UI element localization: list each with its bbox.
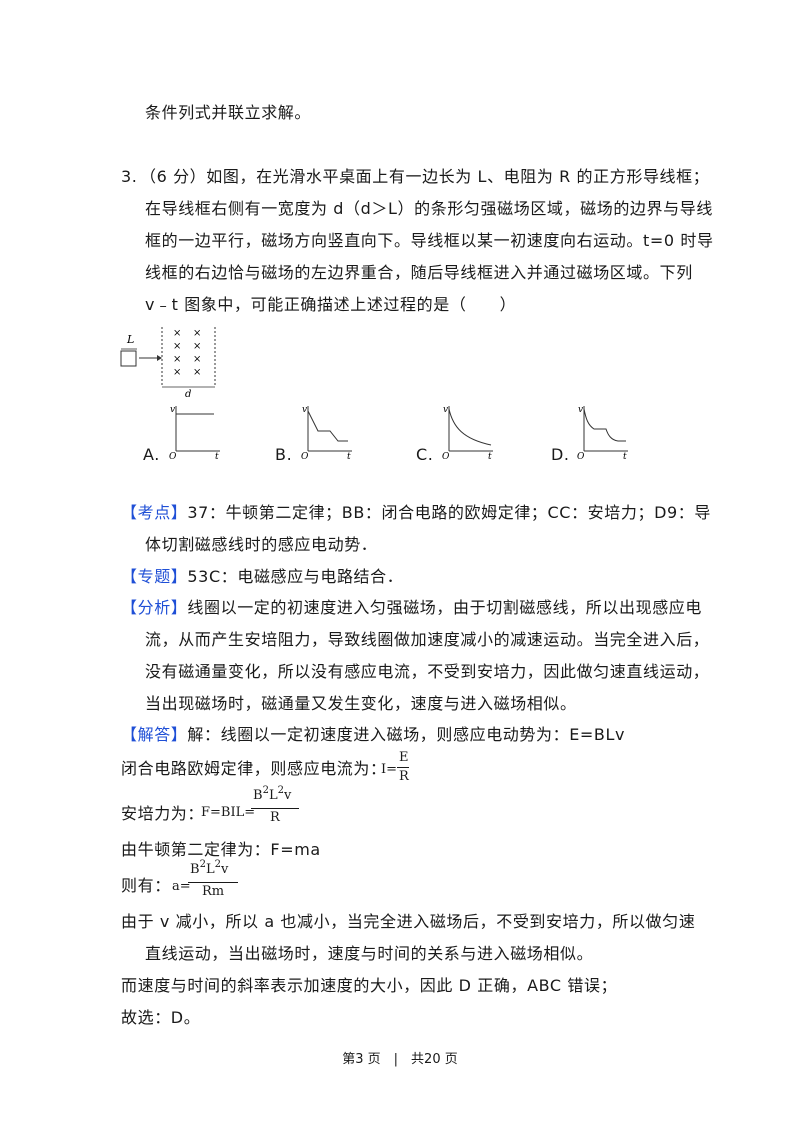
conclusion-text: 直线运动，当出磁场时，速度与时间的关系与进入磁场相似。	[145, 944, 594, 963]
square-frame	[120, 350, 137, 367]
field-mark: ×	[193, 367, 201, 378]
ohm-text: 闭合电路欧姆定律，则感应电流为：	[121, 759, 387, 778]
axis-v-label: v	[302, 405, 307, 415]
page-footer: 第3 页 | 共20 页	[342, 1052, 458, 1067]
v-t-curve	[307, 410, 348, 442]
option-label-b: B.	[275, 445, 293, 464]
axis-t-label: t	[488, 452, 492, 461]
setup-figure: L × × × × × × × × d	[120, 327, 216, 400]
ohm-formula: I= E R	[381, 750, 421, 786]
fraction-denominator: R	[270, 810, 280, 825]
jieda-line: 【解答】解：线圈以一定初速度进入磁场，则感应电动势为：E=BLv	[121, 724, 625, 746]
arrow-head	[157, 355, 162, 361]
newton-text: 由牛顿第二定律为：F=ma	[121, 840, 321, 859]
kaodian-text: 37：牛顿第二定律；BB：闭合电路的欧姆定律；CC：安培力；D9：导	[187, 503, 711, 522]
field-mark: ×	[193, 354, 201, 365]
axis-t-label: t	[623, 452, 627, 461]
graph-d: v O t	[577, 405, 628, 461]
graph-a: v O t	[169, 405, 220, 461]
option-label-c: C.	[416, 445, 434, 464]
axis-v-label: v	[443, 405, 448, 415]
fraction-denominator: R	[399, 769, 409, 784]
axis-v-label: v	[578, 405, 583, 415]
fraction-numerator: B2L2v	[253, 785, 292, 804]
question-text: v﹣t 图象中，可能正确描述上述过程的是（ ）	[145, 295, 517, 314]
fenxi-text-cont: 没有磁通量变化，所以没有感应电流，不受到安培力，因此做匀速直线运动，	[145, 662, 710, 681]
field-mark: ×	[173, 354, 181, 365]
origin-label: O	[577, 452, 585, 461]
question-text: （6 分）如图，在光滑水平桌面上有一边长为 L、电阻为 R 的正方形导线框；	[140, 167, 710, 186]
acceleration-formula: a= B2L2v Rm	[172, 859, 252, 902]
fenxi-line: 【分析】线圈以一定的初速度进入匀强磁场，由于切割磁感线，所以出现感应电	[121, 597, 702, 619]
origin-label: O	[442, 452, 450, 461]
formula-lhs: a=	[172, 879, 191, 894]
v-t-curve	[448, 408, 492, 446]
label-L: L	[126, 333, 134, 346]
origin-label: O	[301, 452, 309, 461]
text-line: 条件列式并联立求解。	[145, 103, 312, 122]
formula-lhs: I=	[381, 762, 398, 777]
fraction-bar	[397, 767, 409, 768]
axis-t-label: t	[215, 452, 219, 461]
question-text: 框的一边平行，磁场方向竖直向下。导线框以某一初速度向右运动。t=0 时导	[145, 231, 714, 250]
fraction-denominator: Rm	[202, 884, 225, 899]
option-label-a: A.	[143, 445, 160, 464]
fraction-numerator: B2L2v	[190, 859, 229, 878]
question-number: 3.	[121, 167, 138, 186]
kaodian-line: 【考点】37：牛顿第二定律；BB：闭合电路的欧姆定律；CC：安培力；D9：导	[121, 502, 711, 524]
fenxi-text-cont: 流，从而产生安培阻力，导致线圈做加速度减小的减速运动。当完全进入后，	[145, 630, 710, 649]
fenxi-text: 线圈以一定的初速度进入匀强磁场，由于切割磁感线，所以出现感应电	[187, 598, 703, 617]
jieda-tag: 【解答】	[121, 725, 188, 744]
question-text: 线框的右边恰与磁场的左边界重合，随后导线框进入并通过磁场区域。下列	[145, 263, 693, 282]
fenxi-text-cont: 当出现磁场时，磁通量又发生变化，速度与进入磁场相似。	[145, 694, 577, 713]
ampere-formula: F=BIL= B2L2v R	[201, 785, 311, 828]
axis-t-label: t	[347, 452, 351, 461]
fraction-bar	[188, 882, 238, 883]
zhuanti-tag: 【专题】	[121, 567, 188, 586]
answer-text: 故选：D。	[121, 1008, 201, 1027]
label-d: d	[185, 389, 191, 400]
v-t-curve	[583, 408, 626, 442]
conclusion-text: 而速度与时间的斜率表示加速度的大小，因此 D 正确，ABC 错误；	[121, 976, 618, 995]
field-mark: ×	[193, 328, 201, 339]
origin-label: O	[169, 452, 177, 461]
graph-c: v O t	[442, 405, 493, 461]
ampere-text: 安培力为：	[121, 804, 205, 823]
fraction-bar	[251, 808, 299, 809]
formula-lhs: F=BIL=	[201, 805, 256, 820]
zhuanti-text: 53C：电磁感应与电路结合．	[187, 567, 404, 586]
field-mark: ×	[173, 367, 181, 378]
fenxi-tag: 【分析】	[121, 598, 188, 617]
kaodian-text-cont: 体切割磁感线时的感应电动势．	[145, 535, 378, 554]
then-text: 则有：	[121, 876, 171, 895]
conclusion-text: 由于 v 减小，所以 a 也减小，当完全进入磁场后，不受到安培力，所以做匀速	[121, 912, 696, 931]
fraction-numerator: E	[399, 750, 409, 765]
field-mark: ×	[173, 341, 181, 352]
kaodian-tag: 【考点】	[121, 503, 188, 522]
axis-v-label: v	[170, 405, 175, 415]
zhuanti-line: 【专题】53C：电磁感应与电路结合．	[121, 566, 403, 588]
question-text: 在导线框右侧有一宽度为 d（d＞L）的条形匀强磁场区域，磁场的边界与导线	[145, 199, 713, 218]
field-mark: ×	[173, 328, 181, 339]
option-label-d: D.	[551, 445, 570, 464]
graph-b: v O t	[301, 405, 352, 461]
jieda-text: 解：线圈以一定初速度进入磁场，则感应电动势为：E=BLv	[187, 725, 626, 744]
field-mark: ×	[193, 341, 201, 352]
